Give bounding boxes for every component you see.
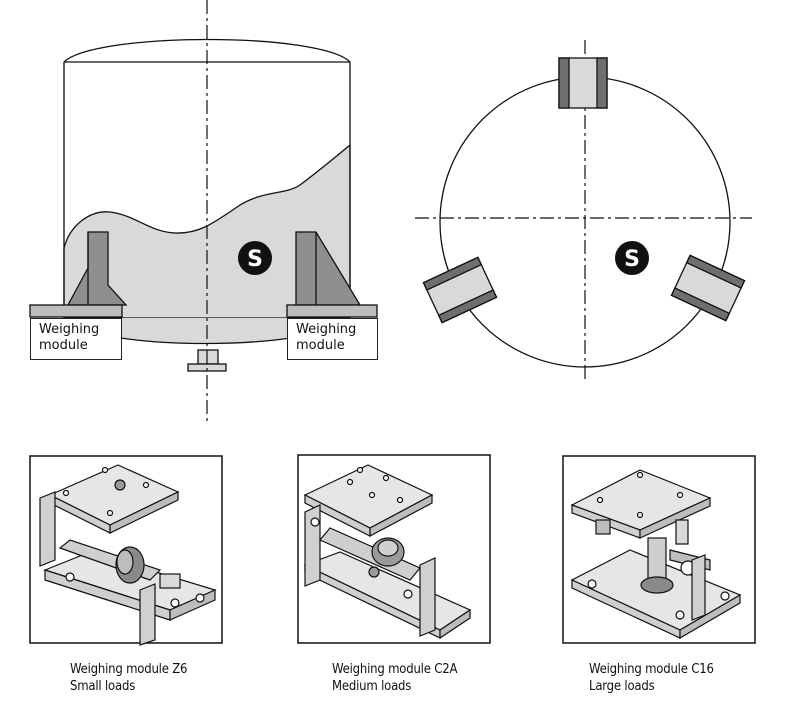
module-z6-load: Small loads <box>70 679 136 694</box>
right-base-plate <box>286 304 378 318</box>
module-c16-illustration <box>562 455 756 644</box>
module-c2a-load: Medium loads <box>332 679 412 694</box>
left-label-line2: module <box>39 338 88 353</box>
tank-sensor-badge <box>238 241 272 275</box>
left-weighing-module-label: Weighing module <box>30 318 122 360</box>
left-base-plate <box>29 304 123 318</box>
top-module-southwest <box>422 256 498 324</box>
right-label-line1: Weighing <box>296 322 357 337</box>
tank-sensor-badge-text: S <box>247 247 263 272</box>
top-module-north <box>558 57 608 109</box>
module-c16-load: Large loads <box>589 679 655 694</box>
top-view-sensor-badge <box>615 241 649 275</box>
module-z6-name: Weighing module Z6 <box>70 662 188 677</box>
tank-outlet <box>197 349 219 365</box>
module-z6-caption: Weighing module Z6 Small loads <box>70 661 188 695</box>
module-c2a-caption: Weighing module C2A Medium loads <box>332 661 457 695</box>
module-c16-name: Weighing module C16 <box>589 662 714 677</box>
top-view-sensor-badge-text: S <box>624 247 640 272</box>
right-label-line2: module <box>296 338 345 353</box>
module-c2a-name: Weighing module C2A <box>332 662 458 677</box>
module-z6-illustration <box>29 455 223 646</box>
tank-top-view <box>415 40 752 380</box>
tank-top-dome <box>63 38 351 63</box>
left-label-line1: Weighing <box>39 322 100 337</box>
right-weighing-module-label: Weighing module <box>287 318 378 360</box>
module-c16-caption: Weighing module C16 Large loads <box>589 661 714 695</box>
module-c2a-illustration <box>297 454 491 644</box>
top-module-southeast <box>670 254 746 322</box>
